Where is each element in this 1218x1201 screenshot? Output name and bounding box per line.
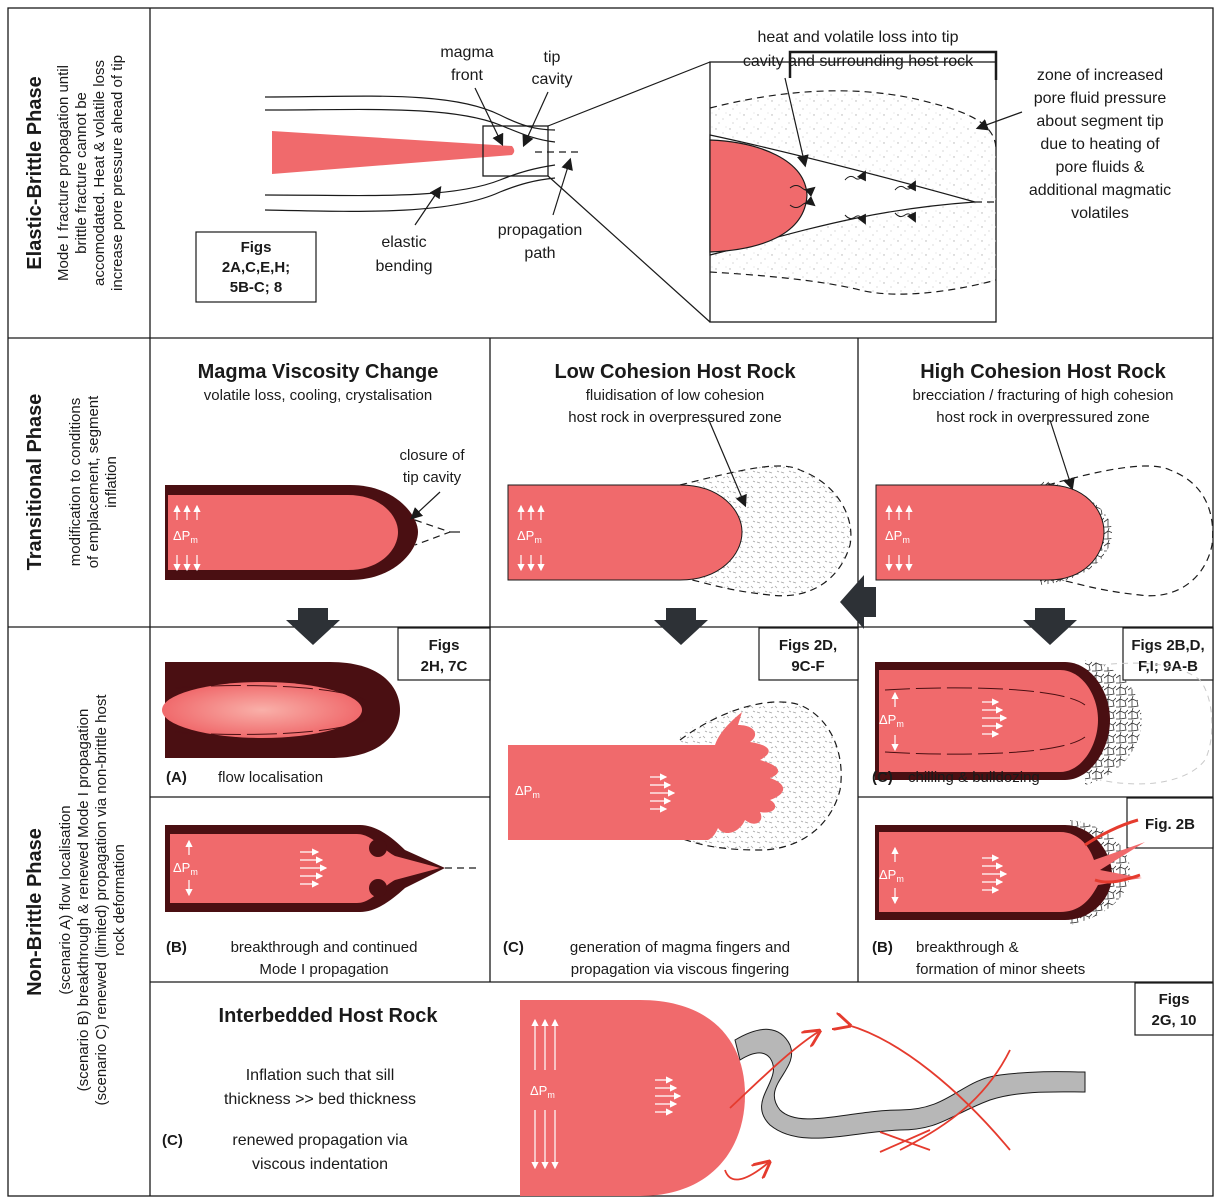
svg-text:2G, 10: 2G, 10 (1151, 1012, 1196, 1029)
nonbrittle-phase-desc: (scenario A) flow localisation (scenario… (57, 694, 128, 1106)
transitional-phase-title: Transitional Phase (24, 394, 46, 571)
svg-text:2H, 7C: 2H, 7C (421, 658, 468, 675)
svg-text:due to heating of: due to heating of (1040, 136, 1160, 153)
viscosity-panel-a: Figs 2H, 7C (A) flow localisation (162, 628, 490, 786)
svg-text:breakthrough and continued: breakthrough and continued (231, 939, 418, 956)
high-cohesion-title: High Cohesion Host Rock (920, 361, 1166, 383)
svg-text:path: path (524, 245, 555, 262)
svg-text:volatile loss, cooling, crysta: volatile loss, cooling, crystalisation (204, 387, 432, 404)
svg-text:Figs 2B,D,: Figs 2B,D, (1131, 637, 1204, 654)
high-cohesion-panel-c: Figs 2B,D, F,I; 9A-B ΔPm (C) chilling & … (872, 628, 1213, 786)
svg-text:tip: tip (544, 49, 561, 66)
interbedded-panel: Interbedded Host Rock Inflation such tha… (162, 983, 1213, 1196)
svg-text:inflation: inflation (103, 456, 120, 508)
elastic-panel: magma front tip cavity elastic bending p… (196, 29, 1171, 322)
svg-text:additional magmatic: additional magmatic (1029, 182, 1171, 199)
svg-text:front: front (451, 67, 484, 84)
svg-text:(C): (C) (162, 1132, 183, 1149)
svg-text:host rock in overpressured zon: host rock in overpressured zone (568, 409, 781, 426)
svg-text:(A): (A) (166, 769, 187, 786)
svg-text:breakthrough &: breakthrough & (916, 939, 1019, 956)
svg-text:(C): (C) (872, 769, 893, 786)
svg-text:Figs: Figs (241, 239, 272, 256)
svg-text:Figs 2D,: Figs 2D, (779, 637, 837, 654)
svg-text:of emplacement, segment: of emplacement, segment (85, 395, 102, 568)
high-cohesion-panel-b: Fig. 2B ΔPm (B) breakthrough & formation… (872, 798, 1213, 978)
svg-text:pore fluid pressure: pore fluid pressure (1034, 90, 1167, 107)
svg-text:Mode I propagation: Mode I propagation (259, 961, 388, 978)
magma-front-label: magma front (440, 44, 493, 84)
svg-text:magma: magma (440, 44, 493, 61)
svg-text:increase pore pressure ahead o: increase pore pressure ahead of tip (109, 55, 126, 291)
svg-text:chilling & bulldozing: chilling & bulldozing (908, 769, 1040, 786)
svg-text:Inflation such that sill: Inflation such that sill (246, 1067, 395, 1084)
svg-text:brittle fracture cannot be: brittle fracture cannot be (73, 92, 90, 254)
svg-text:5B-C; 8: 5B-C; 8 (230, 279, 283, 296)
magma-wedge (272, 131, 514, 174)
svg-text:(B): (B) (872, 939, 893, 956)
svg-text:9C-F: 9C-F (791, 658, 824, 675)
svg-text:volatiles: volatiles (1071, 205, 1129, 222)
viscosity-title: Magma Viscosity Change (198, 361, 439, 383)
svg-text:Figs: Figs (429, 637, 460, 654)
elastic-phase-title: Elastic-Brittle Phase (24, 76, 46, 269)
svg-text:(scenario B) breakthrough & re: (scenario B) breakthrough & renewed Mode… (75, 709, 92, 1092)
svg-text:flow localisation: flow localisation (218, 769, 323, 786)
row-label-elastic: Elastic-Brittle Phase (24, 76, 46, 269)
low-cohesion-panel-c: Figs 2D, 9C-F ΔPm (C) generation of magm… (503, 628, 858, 978)
svg-text:propagation via viscous finger: propagation via viscous fingering (571, 961, 789, 978)
heat-loss-label: heat and volatile loss into tip cavity a… (743, 29, 974, 70)
svg-text:(C): (C) (503, 939, 524, 956)
svg-text:thickness >> bed thickness: thickness >> bed thickness (224, 1091, 416, 1108)
row-label-transitional: Transitional Phase (24, 394, 46, 571)
low-cohesion-transitional-panel: Low Cohesion Host Rock fluidisation of l… (508, 361, 851, 596)
svg-text:modification to conditions: modification to conditions (67, 398, 84, 566)
propagation-path-label: propagation path (498, 222, 583, 262)
svg-text:closure of: closure of (399, 447, 465, 464)
svg-text:heat and volatile loss into ti: heat and volatile loss into tip (757, 29, 958, 46)
svg-text:cavity and surrounding host ro: cavity and surrounding host rock (743, 53, 974, 70)
low-cohesion-title: Low Cohesion Host Rock (554, 361, 796, 383)
svg-text:zone of increased: zone of increased (1037, 67, 1163, 84)
svg-text:Figs: Figs (1159, 991, 1190, 1008)
svg-text:rock deformation: rock deformation (111, 844, 128, 956)
nonbrittle-phase-title: Non-Brittle Phase (24, 828, 46, 996)
elastic-phase-desc: Mode I fracture propagation until brittl… (55, 55, 126, 291)
svg-text:fluidisation of low cohesion: fluidisation of low cohesion (586, 387, 764, 404)
transitional-phase-desc: modification to conditions of emplacemen… (67, 395, 120, 568)
svg-text:cavity: cavity (532, 71, 573, 88)
svg-text:formation of minor sheets: formation of minor sheets (916, 961, 1085, 978)
svg-text:about segment tip: about segment tip (1036, 113, 1163, 130)
svg-text:host rock in overpressured zon: host rock in overpressured zone (936, 409, 1149, 426)
interbedded-title: Interbedded Host Rock (219, 1005, 439, 1027)
svg-text:(B): (B) (166, 939, 187, 956)
viscosity-transitional-panel: Magma Viscosity Change volatile loss, co… (165, 361, 465, 580)
svg-text:pore fluids &: pore fluids & (1056, 159, 1145, 176)
svg-text:elastic: elastic (381, 234, 426, 251)
svg-text:Mode I fracture propagation un: Mode I fracture propagation until (55, 65, 72, 281)
svg-text:renewed propagation via: renewed propagation via (232, 1132, 407, 1149)
svg-text:generation of magma fingers an: generation of magma fingers and (570, 939, 790, 956)
svg-text:brecciation / fracturing of hi: brecciation / fracturing of high cohesio… (913, 387, 1174, 404)
svg-text:bending: bending (376, 258, 433, 275)
svg-text:(scenario C) renewed (limited): (scenario C) renewed (limited) propagati… (93, 694, 110, 1106)
svg-text:tip cavity: tip cavity (403, 469, 462, 486)
viscosity-panel-b: ΔPm (B) breakthrough and continued Mode … (165, 825, 478, 978)
svg-text:(scenario A) flow localisation: (scenario A) flow localisation (57, 805, 74, 994)
svg-text:propagation: propagation (498, 222, 583, 239)
tip-cavity-label: tip cavity (532, 49, 573, 88)
row-label-nonbrittle: Non-Brittle Phase (24, 828, 46, 996)
high-cohesion-transitional-panel: High Cohesion Host Rock brecciation / fr… (876, 361, 1213, 596)
svg-text:accomodated. Heat & volatile l: accomodated. Heat & volatile loss (91, 60, 108, 286)
svg-text:2A,C,E,H;: 2A,C,E,H; (222, 259, 290, 276)
svg-text:viscous indentation: viscous indentation (252, 1156, 388, 1173)
svg-text:Fig. 2B: Fig. 2B (1145, 816, 1195, 833)
pore-zone-label: zone of increased pore fluid pressure ab… (1029, 67, 1171, 222)
elastic-bending-label: elastic bending (376, 234, 433, 275)
